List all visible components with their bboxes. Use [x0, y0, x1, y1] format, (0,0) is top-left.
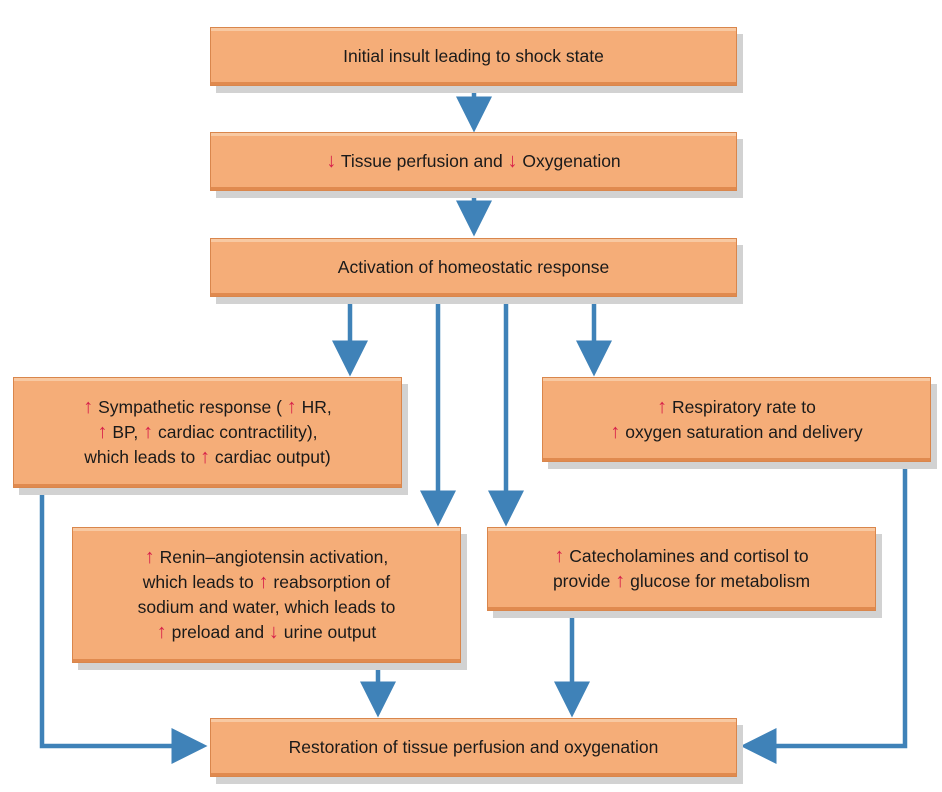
increase-arrow-icon: ↑: [97, 421, 108, 443]
arrow-sympathetic-to-restoration: [39, 488, 208, 764]
node-initial-insult: Initial insult leading to shock state: [210, 27, 737, 86]
node-respiratory-rate: ↑ Respiratory rate to ↑ oxygen saturatio…: [542, 377, 931, 462]
node-sympathetic-response: ↑ Sympathetic response ( ↑ HR, ↑ BP, ↑ c…: [13, 377, 402, 488]
node-catecholamines-cortisol: ↑ Catecholamines and cortisol to provide…: [487, 527, 876, 611]
increase-arrow-icon: ↑: [615, 570, 626, 592]
decrease-arrow-icon: ↓: [507, 150, 518, 172]
increase-arrow-icon: ↑: [200, 446, 211, 468]
decrease-arrow-icon: ↓: [268, 621, 279, 643]
increase-arrow-icon: ↑: [144, 546, 155, 568]
increase-arrow-icon: ↑: [258, 571, 269, 593]
node-homeostatic-response: Activation of homeostatic response: [210, 238, 737, 297]
increase-arrow-icon: ↑: [657, 395, 668, 418]
node-perfusion-drop: ↓ Tissue perfusion and ↓ Oxygenation: [210, 132, 737, 191]
node-restoration: Restoration of tissue perfusion and oxyg…: [210, 718, 737, 777]
increase-arrow-icon: ↑: [286, 396, 297, 418]
increase-arrow-icon: ↑: [610, 420, 621, 443]
decrease-arrow-icon: ↓: [326, 150, 337, 172]
arrow-respiratory-to-restoration: [740, 462, 908, 764]
increase-arrow-icon: ↑: [143, 421, 154, 443]
increase-arrow-icon: ↑: [156, 621, 167, 643]
node-renin-angiotensin: ↑ Renin–angiotensin activation, which le…: [72, 527, 461, 663]
increase-arrow-icon: ↑: [554, 545, 565, 567]
increase-arrow-icon: ↑: [83, 396, 94, 418]
